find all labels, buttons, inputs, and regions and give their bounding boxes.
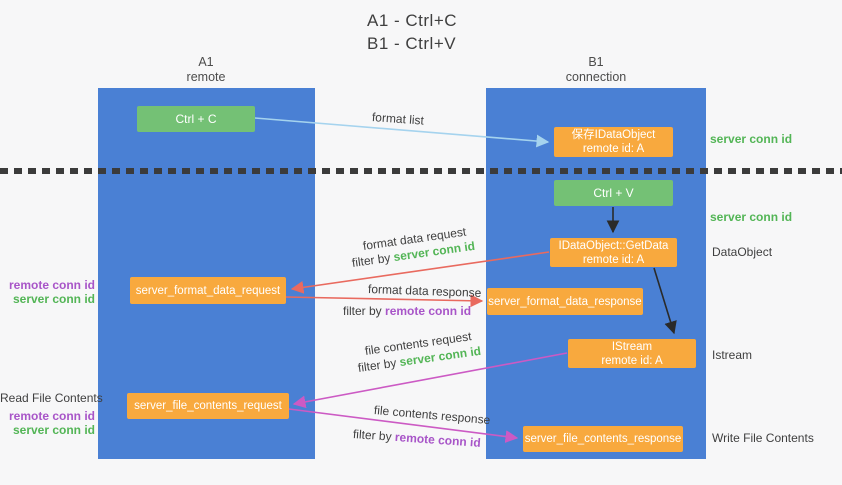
remote-conn-id-text: remote conn id <box>385 304 472 318</box>
node-idataobject-getdata: IDataObject::GetData remote id: A <box>550 238 677 267</box>
node-ctrl-v-label: Ctrl + V <box>593 186 634 200</box>
node-server-file-contents-request-label: server_file_contents_request <box>134 400 282 412</box>
node-server-format-data-request: server_format_data_request <box>130 277 286 304</box>
label-format-list: format list <box>371 110 425 128</box>
title-line-1: A1 - Ctrl+C <box>367 11 458 30</box>
side-label-server-conn-id-1: server conn id <box>710 132 793 146</box>
side-label-server-conn-id-2: server conn id <box>710 210 793 224</box>
node-save-idataobject: 保存IDataObject remote id: A <box>554 127 673 157</box>
side-label-group-file: remote conn id server conn id <box>0 409 95 437</box>
side-label-server-conn-id-4: server conn id <box>12 423 95 437</box>
node-save-idataobject-line1: 保存IDataObject <box>571 129 656 141</box>
node-save-idataobject-line2: remote id: A <box>582 143 645 155</box>
node-server-file-contents-request: server_file_contents_request <box>127 393 289 419</box>
title-line-2: B1 - Ctrl+V <box>367 34 457 53</box>
lifeline-header-a1: A1 remote <box>136 55 276 85</box>
label-filter-format-response: filter by remote conn id <box>343 304 471 318</box>
node-istream-line1: IStream <box>611 340 653 353</box>
filter-by-text: filter by <box>351 250 392 270</box>
node-server-file-contents-response: server_file_contents_response <box>523 426 683 452</box>
node-server-file-contents-response-label: server_file_contents_response <box>524 433 682 445</box>
node-ctrl-c: Ctrl + C <box>137 106 255 132</box>
side-label-remote-conn-id-2: remote conn id <box>8 409 95 423</box>
side-label-remote-conn-id-1: remote conn id <box>8 278 95 292</box>
lifeline-header-b1: B1 connection <box>526 55 666 85</box>
label-file-contents-response: file contents response <box>373 403 491 428</box>
side-label-dataobject: DataObject <box>712 245 773 259</box>
side-label-group-format: remote conn id server conn id <box>0 278 95 306</box>
node-idataobject-getdata-line2: remote id: A <box>582 253 645 266</box>
filter-by-text: filter by <box>352 427 393 444</box>
node-server-format-data-response-label: server_format_data_response <box>488 295 642 308</box>
label-format-data-response: format data response <box>367 282 482 300</box>
side-label-server-conn-id-3: server conn id <box>12 292 95 306</box>
lifeline-b1-name: B1 <box>588 55 604 69</box>
remote-conn-id-text: remote conn id <box>394 429 482 450</box>
label-filter-file-response: filter by remote conn id <box>353 427 482 450</box>
lifeline-a1-name: A1 <box>198 55 214 69</box>
lifeline-b1-subtitle: connection <box>565 70 627 84</box>
node-istream-line2: remote id: A <box>601 354 663 367</box>
node-server-format-data-response: server_format_data_response <box>487 288 643 315</box>
lifeline-a1-subtitle: remote <box>186 70 226 84</box>
side-label-istream: Istream <box>712 348 753 362</box>
node-server-format-data-request-label: server_format_data_request <box>135 284 281 297</box>
node-istream: IStream remote id: A <box>568 339 696 368</box>
filter-by-text: filter by <box>343 304 382 318</box>
side-label-write-file-contents: Write File Contents <box>712 431 814 445</box>
side-label-read-file-contents: Read File Contents <box>0 391 103 405</box>
node-idataobject-getdata-line1: IDataObject::GetData <box>558 239 669 252</box>
filter-by-text: filter by <box>357 355 398 375</box>
node-ctrl-v: Ctrl + V <box>554 180 673 206</box>
side-label-read-file-contents-wrap: Read File Contents <box>0 391 103 405</box>
session-separator-line <box>0 168 842 174</box>
node-ctrl-c-label: Ctrl + C <box>175 112 217 126</box>
diagram-title: A1 - Ctrl+C B1 - Ctrl+V <box>367 9 457 55</box>
